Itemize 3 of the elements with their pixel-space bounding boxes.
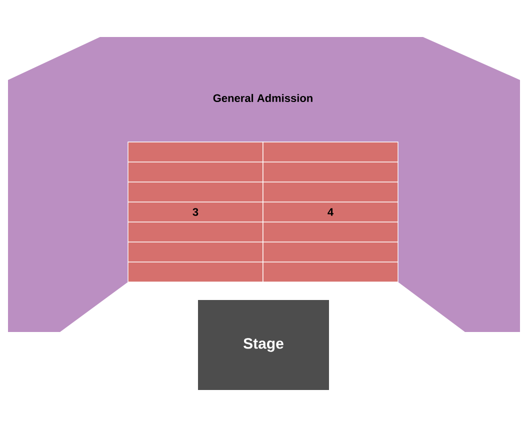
seating-section: 3	[128, 142, 264, 282]
stage: Stage	[198, 300, 329, 390]
seating-section: 4	[262, 142, 398, 282]
